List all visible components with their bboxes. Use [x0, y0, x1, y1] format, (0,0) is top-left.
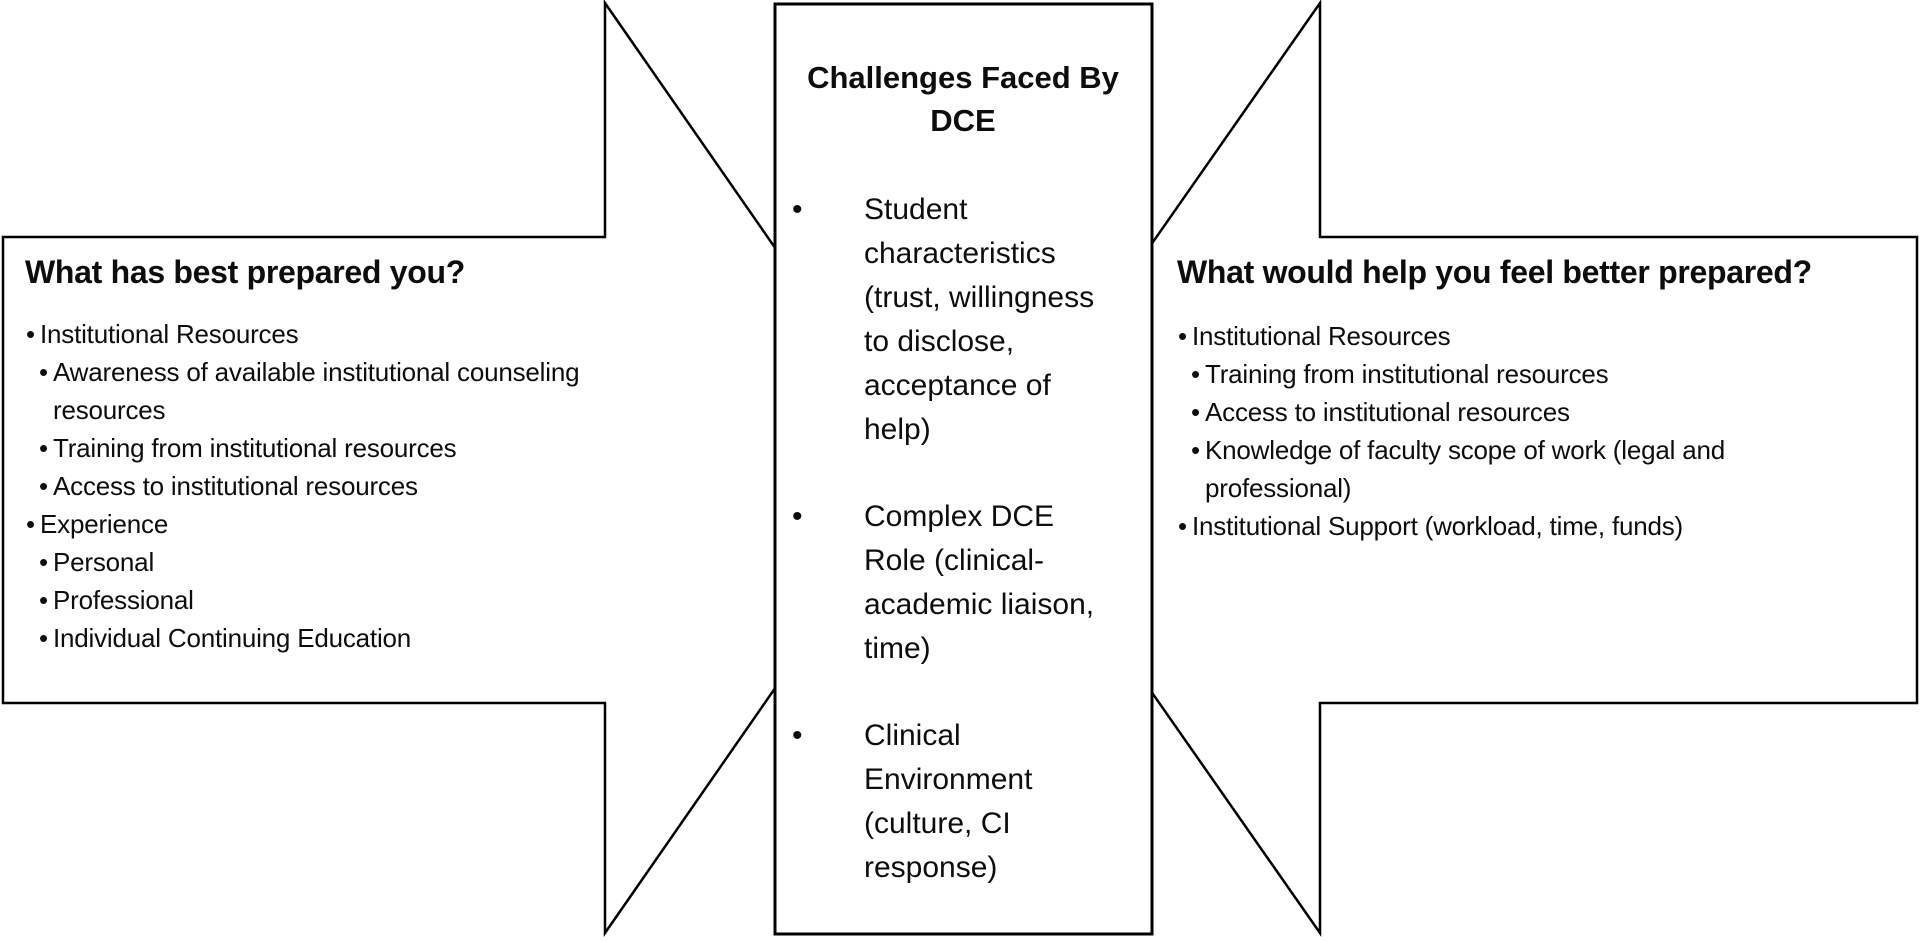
- list-item-label: Knowledge of faculty scope of work (lega…: [1205, 435, 1725, 503]
- list-item: • Training from institutional resources: [1191, 355, 1918, 393]
- right-arrow-title: What would help you feel better prepared…: [1177, 254, 1812, 290]
- list-item: • Professional: [39, 581, 726, 619]
- bullet-icon: •: [26, 319, 35, 349]
- list-item: • Individual Continuing Education: [39, 619, 726, 657]
- list-item-label: Institutional Resources: [1192, 321, 1451, 351]
- list-item-label: Individual Continuing Education: [53, 623, 412, 653]
- center-box-title: Challenges Faced By DCE: [807, 60, 1119, 138]
- list-item-label: Awareness of available institutional cou…: [53, 357, 580, 425]
- list-item-label: Institutional Support (workload, time, f…: [1192, 511, 1684, 541]
- bullet-icon: •: [1178, 321, 1187, 351]
- bullet-icon: •: [1178, 511, 1187, 541]
- list-item: • Access to institutional resources: [1191, 393, 1918, 431]
- bullet-icon: •: [39, 585, 48, 615]
- list-item: • Awareness of available institutional c…: [39, 353, 726, 429]
- list-item: • Clinical Environment (culture, CI resp…: [792, 714, 1152, 890]
- bullet-icon: •: [39, 433, 48, 463]
- list-item: • Institutional Resources: [26, 315, 726, 353]
- list-item-label: Institutional Resources: [40, 319, 299, 349]
- right-arrow-shape: [993, 0, 1919, 937]
- bullet-icon: •: [39, 623, 48, 653]
- left-arrow-list: • Institutional Resources • Awareness of…: [26, 315, 726, 657]
- left-arrow-shape: [1, 0, 930, 937]
- list-item-label: Student characteristics (trust, willingn…: [864, 193, 1095, 446]
- bullet-icon: •: [39, 547, 48, 577]
- bullet-icon: •: [792, 500, 803, 533]
- bullet-icon: •: [1191, 397, 1200, 427]
- list-item-label: Professional: [53, 585, 194, 615]
- list-item: • Institutional Resources: [1178, 317, 1918, 355]
- center-box-list: • Student characteristics (trust, willin…: [792, 188, 1152, 933]
- list-item-label: Personal: [53, 547, 155, 577]
- list-item: • Experience: [26, 505, 726, 543]
- list-item-label: Complex DCE Role (clinical- academic lia…: [864, 500, 1095, 665]
- list-item: • Complex DCE Role (clinical- academic l…: [792, 495, 1152, 671]
- list-item: • Personal: [39, 543, 726, 581]
- list-item: • Knowledge of faculty scope of work (le…: [1191, 431, 1918, 507]
- list-item-label: Access to institutional resources: [1205, 397, 1570, 427]
- list-item: • Access to institutional resources: [39, 467, 726, 505]
- bullet-icon: •: [39, 357, 48, 387]
- bullet-icon: •: [792, 719, 803, 752]
- list-item-label: Experience: [40, 509, 169, 539]
- bullet-icon: •: [1191, 359, 1200, 389]
- bullet-icon: •: [26, 509, 35, 539]
- bullet-icon: •: [39, 471, 48, 501]
- list-item: • Student characteristics (trust, willin…: [792, 188, 1152, 452]
- list-item: • Training from institutional resources: [39, 429, 726, 467]
- list-item-label: Training from institutional resources: [53, 433, 457, 463]
- list-item: • Institutional Support (workload, time,…: [1178, 507, 1918, 545]
- left-arrow-title: What has best prepared you?: [25, 254, 465, 290]
- right-arrow-list: • Institutional Resources • Training fro…: [1178, 317, 1918, 545]
- list-item-label: Clinical Environment (culture, CI respon…: [864, 719, 1033, 884]
- list-item-label: Training from institutional resources: [1205, 359, 1609, 389]
- bullet-icon: •: [1191, 435, 1200, 465]
- center-box: [773, 2, 1154, 936]
- bullet-icon: •: [792, 193, 803, 226]
- list-item-label: Access to institutional resources: [53, 471, 418, 501]
